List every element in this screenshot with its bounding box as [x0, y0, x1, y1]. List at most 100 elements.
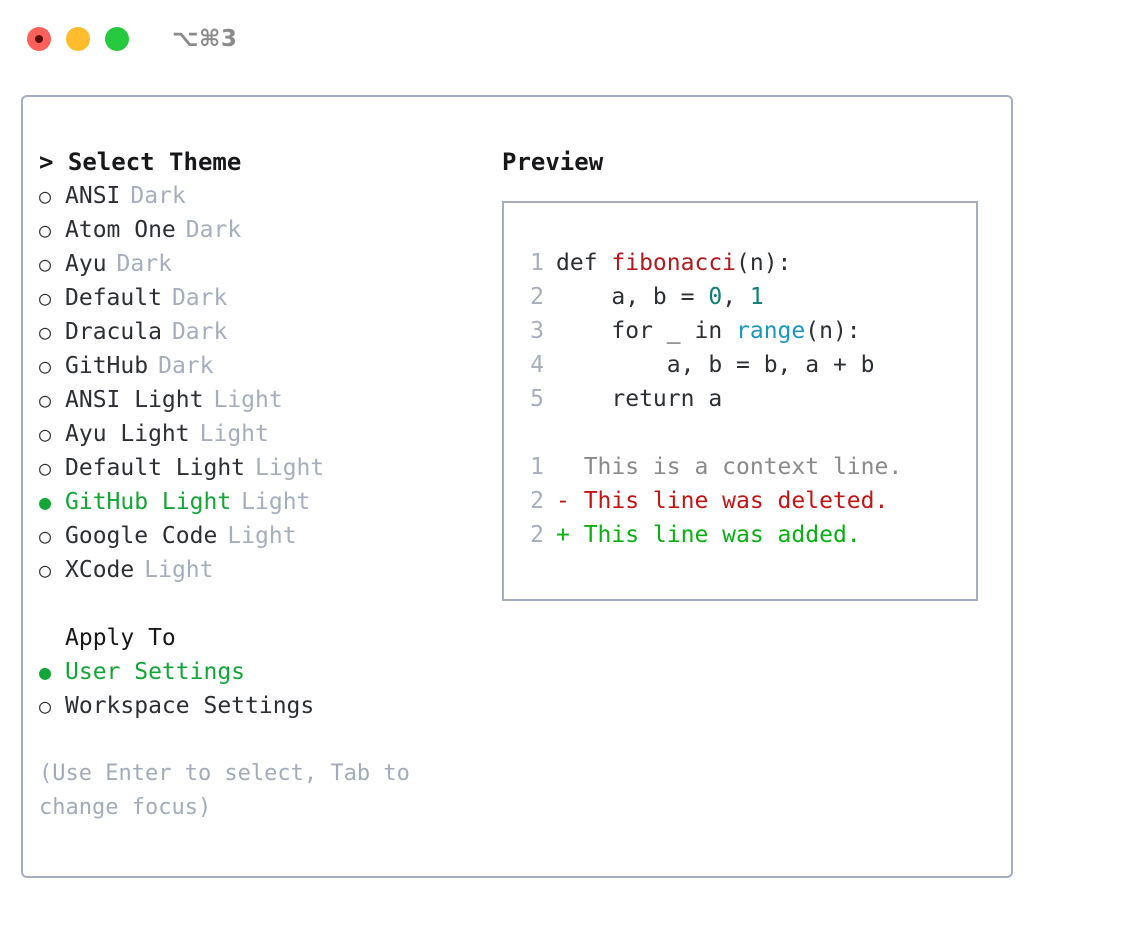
heading-text: Select Theme — [67, 148, 242, 176]
line-number: 4 — [530, 352, 544, 378]
theme-option-variant-tag: Dark — [171, 319, 228, 345]
code-token: (n): — [805, 318, 861, 344]
theme-option-variant-tag: Dark — [158, 353, 214, 379]
theme-option-label: XCode — [65, 557, 135, 583]
theme-option-label: Default — [65, 285, 162, 311]
theme-option-label: ANSI Light — [65, 387, 204, 413]
radio-unselected-icon: ○ — [39, 354, 52, 378]
code-token: (n): — [736, 250, 792, 276]
preview-heading: Preview — [502, 148, 604, 176]
theme-option-ayu-light[interactable]: ○ Ayu Light Light — [39, 417, 489, 451]
window-controls — [27, 27, 129, 51]
radio-selected-icon: ● — [39, 660, 52, 684]
code-line: 1 def fibonacci(n): — [518, 246, 970, 280]
line-number: 2 — [530, 522, 544, 548]
theme-option-default-light[interactable]: ○ Default Light Light — [39, 451, 489, 485]
theme-option-variant-tag: Light — [199, 421, 269, 447]
theme-option-github-light[interactable]: ● GitHub Light Light — [39, 485, 489, 519]
code-token: a, b = b, a + b — [556, 352, 875, 378]
apply-to-option-label: User Settings — [65, 659, 246, 685]
theme-option-label: Ayu Light — [65, 421, 190, 447]
code-token: def — [556, 250, 612, 276]
theme-option-variant-tag: Dark — [116, 251, 172, 277]
theme-option-google-code[interactable]: ○ Google Code Light — [39, 519, 489, 553]
theme-option-ansi[interactable]: ○ ANSI Dark — [39, 179, 489, 213]
diff-sample: 1 This is a context line. 2 - This line wa… — [518, 450, 970, 552]
apply-to-option-workspace-settings[interactable]: ○ Workspace Settings — [39, 689, 489, 723]
theme-option-default[interactable]: ○ Default Dark — [39, 281, 489, 315]
code-token: 1 — [749, 284, 764, 310]
theme-option-ayu[interactable]: ○ Ayu Dark — [39, 247, 489, 281]
theme-option-label: GitHub Light — [65, 489, 232, 515]
radio-selected-icon: ● — [39, 490, 52, 514]
theme-option-variant-tag: Dark — [130, 183, 186, 209]
apply-to-option-user-settings[interactable]: ● User Settings — [39, 655, 489, 689]
radio-unselected-icon: ○ — [39, 286, 52, 310]
heading-prefix: > — [39, 148, 68, 176]
theme-option-variant-tag: Light — [213, 387, 283, 413]
theme-option-variant-tag: Light — [241, 489, 311, 515]
code-token: fibonacci — [611, 250, 737, 276]
theme-option-variant-tag: Dark — [171, 285, 228, 311]
code-token: a, b = — [556, 284, 709, 310]
maximize-button[interactable] — [105, 27, 129, 51]
code-line: 5 return a — [518, 382, 970, 416]
line-number: 2 — [530, 488, 544, 514]
theme-option-label: Atom One — [65, 217, 176, 243]
keyboard-hint: (Use Enter to select, Tab to change focu… — [39, 761, 410, 820]
radio-unselected-icon: ○ — [39, 320, 52, 344]
title-bar: ⌥⌘3 — [0, 0, 1140, 78]
code-token: for _ in — [556, 318, 737, 344]
theme-option-label: Google Code — [65, 523, 218, 549]
line-number: 1 — [530, 250, 544, 276]
theme-option-github[interactable]: ○ GitHub Dark — [39, 349, 489, 383]
diff-line: 1 This is a context line. — [518, 450, 970, 484]
theme-option-variant-tag: Dark — [185, 217, 242, 243]
radio-unselected-icon: ○ — [39, 694, 52, 718]
list-spacer — [39, 587, 489, 621]
close-button[interactable] — [27, 27, 51, 51]
theme-option-label: Ayu — [65, 251, 107, 277]
line-number: 2 — [530, 284, 544, 310]
theme-option-label: Default Light — [65, 455, 246, 481]
theme-option-xcode[interactable]: ○ XCode Light — [39, 553, 489, 587]
code-line: 3 for _ in range(n): — [518, 314, 970, 348]
radio-unselected-icon: ○ — [39, 456, 52, 480]
code-line: 4 a, b = b, a + b — [518, 348, 970, 382]
radio-unselected-icon: ○ — [39, 558, 52, 582]
theme-option-variant-tag: Light — [255, 455, 325, 481]
code-token: , — [722, 284, 750, 310]
diff-line: 2 + This line was added. — [518, 518, 970, 552]
radio-unselected-icon: ○ — [39, 252, 52, 276]
apply-to-heading: Apply To — [65, 625, 176, 651]
select-theme-heading: > Select Theme — [39, 145, 489, 179]
radio-unselected-icon: ○ — [39, 524, 52, 548]
theme-option-variant-tag: Light — [227, 523, 297, 549]
radio-unselected-icon: ○ — [39, 422, 52, 446]
diff-line: 2 - This line was deleted. — [518, 484, 970, 518]
code-token: range — [736, 318, 806, 344]
code-token: + This line was added. — [556, 522, 861, 548]
radio-unselected-icon: ○ — [39, 184, 52, 208]
minimize-button[interactable] — [66, 27, 90, 51]
code-token: return a — [556, 386, 723, 412]
theme-option-label: ANSI — [65, 183, 121, 209]
theme-option-variant-tag: Light — [144, 557, 214, 583]
theme-option-label: GitHub — [65, 353, 149, 379]
code-diff-spacer — [518, 416, 970, 450]
line-number: 1 — [530, 454, 544, 480]
apply-to-list: ● User Settings ○ Workspace Settings — [39, 655, 489, 723]
line-number: 5 — [530, 386, 544, 412]
code-token: - This line was deleted. — [556, 488, 889, 514]
keyboard-shortcut-label: ⌥⌘3 — [172, 26, 238, 52]
apply-to-option-label: Workspace Settings — [65, 693, 315, 719]
